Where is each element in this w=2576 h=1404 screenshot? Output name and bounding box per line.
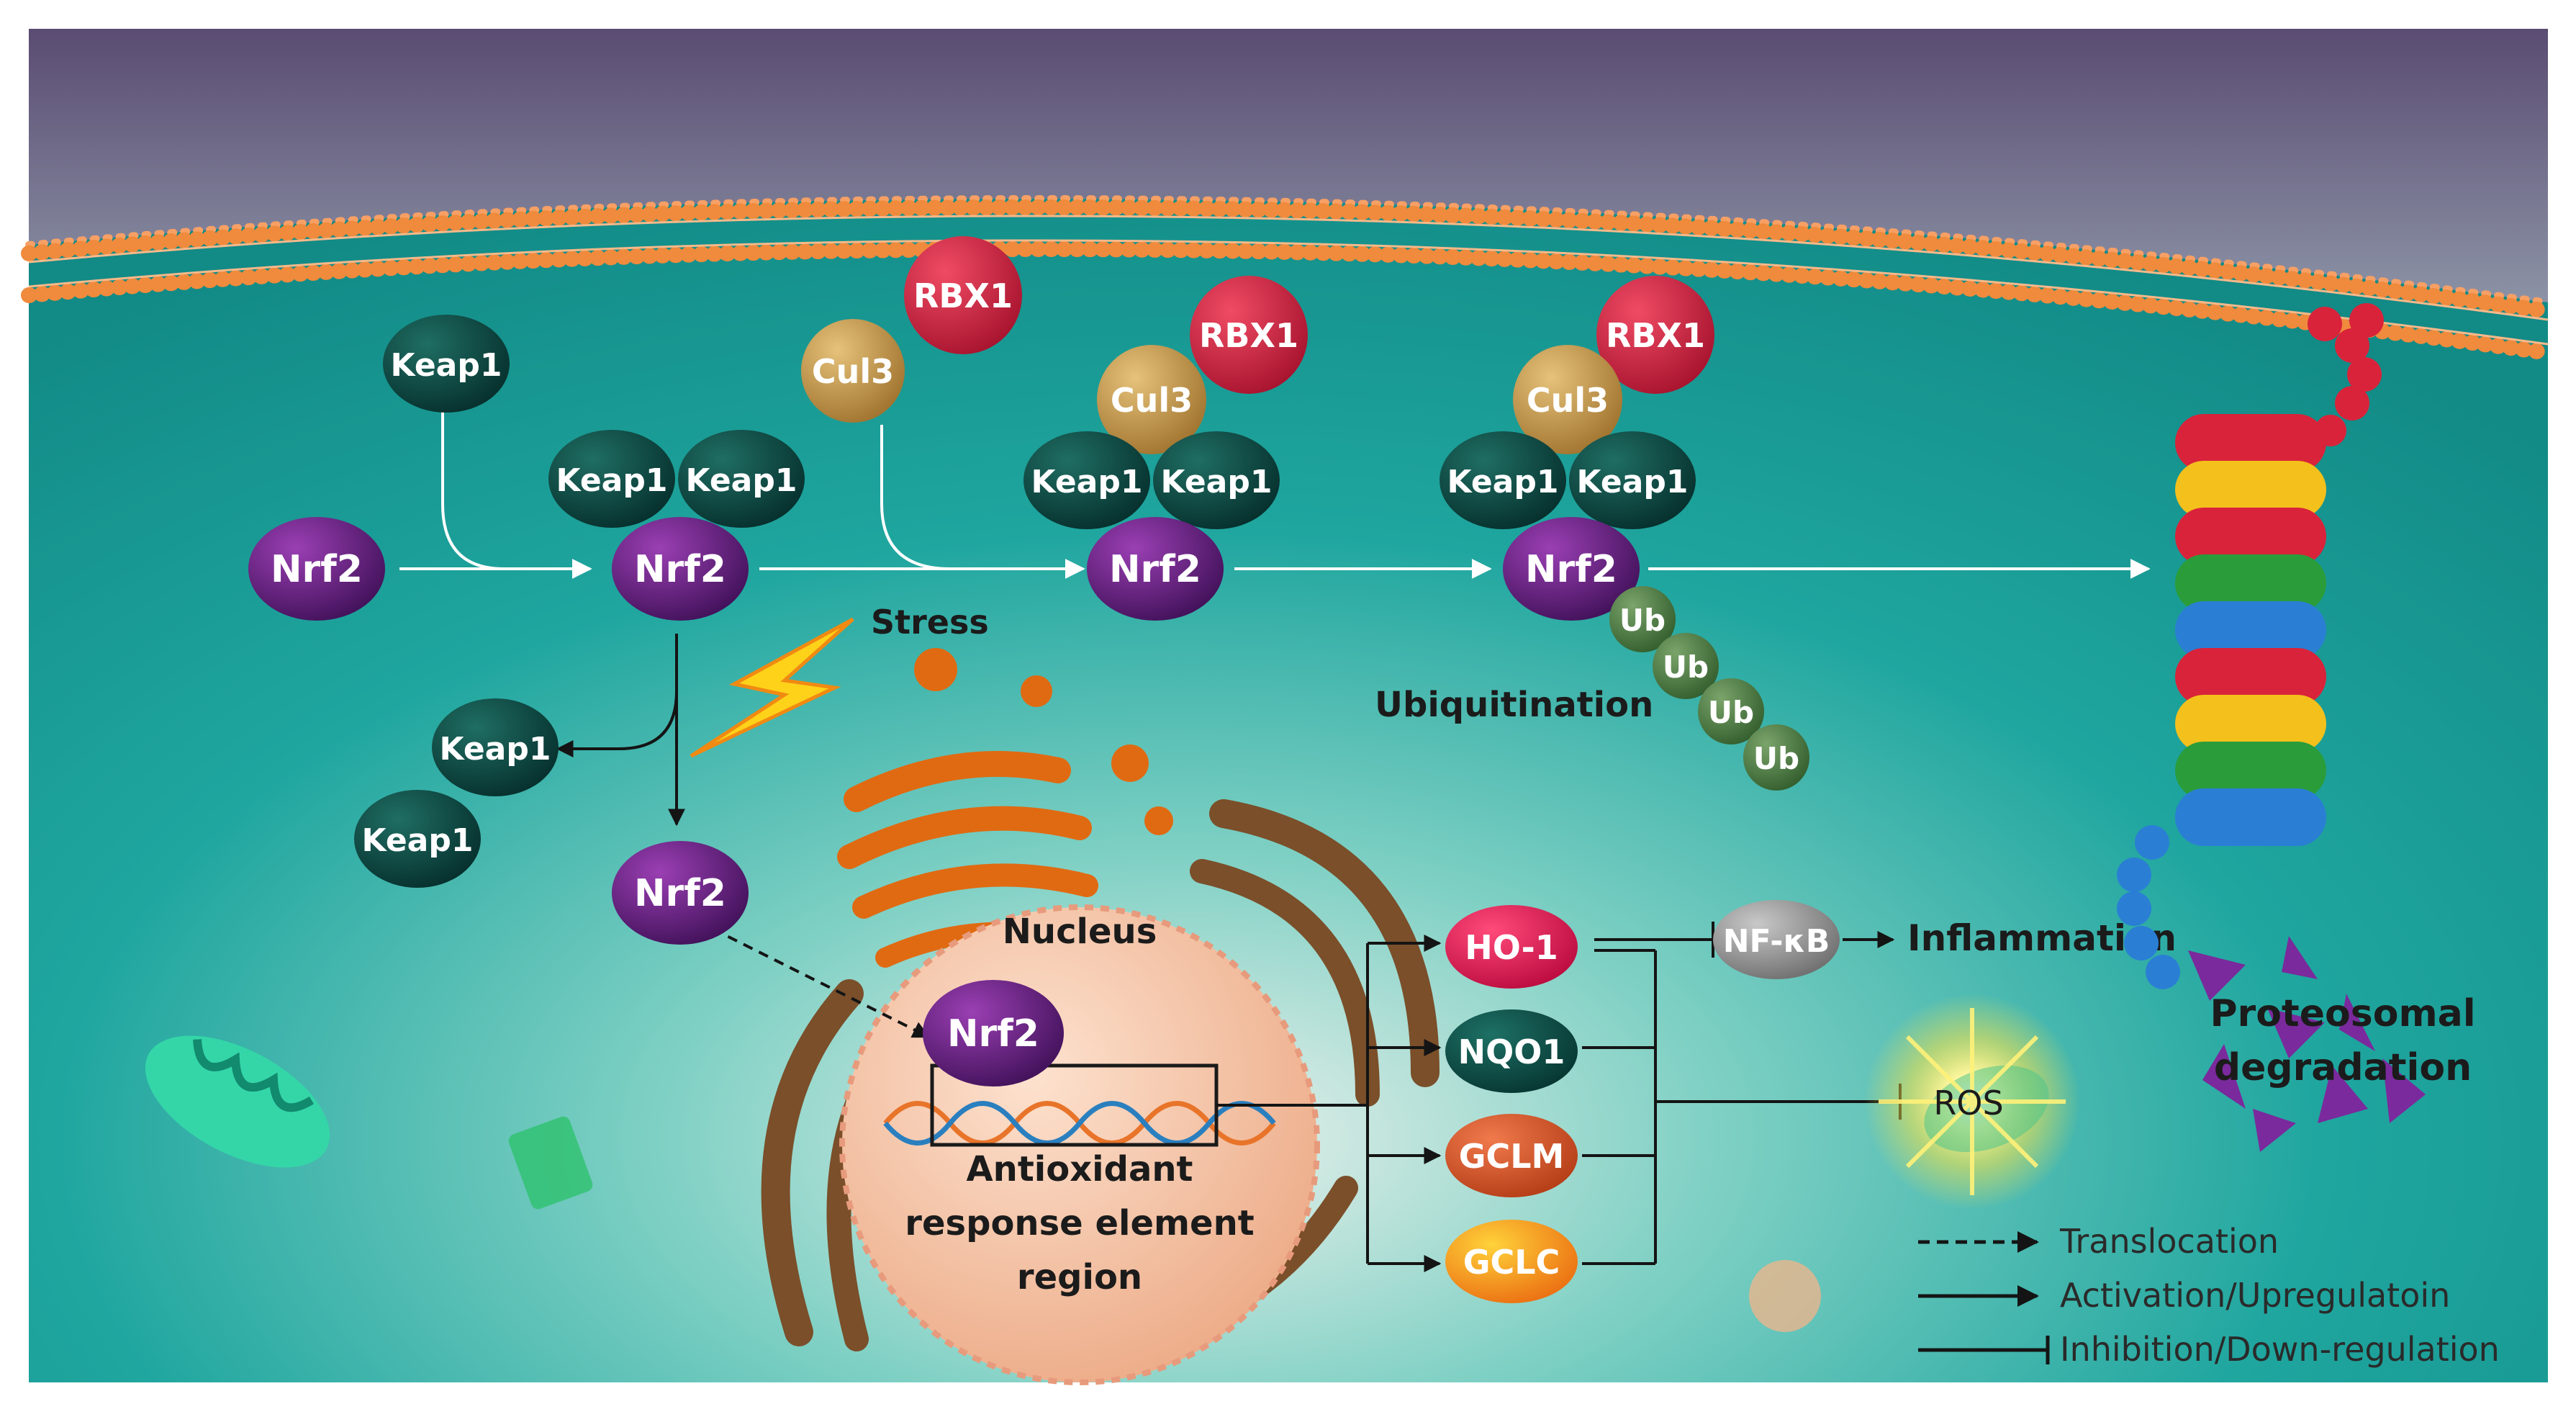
keap1-label: Keap1 <box>556 462 668 499</box>
ub-label: Ub <box>1753 741 1799 776</box>
keap1-label: Keap1 <box>1447 464 1559 500</box>
keap1-free: Keap1 <box>383 315 510 413</box>
legend-translocation-label: Translocation <box>2059 1222 2279 1261</box>
nrf2-label: Nrf2 <box>947 1012 1039 1056</box>
nrf2-label: Nrf2 <box>634 872 726 915</box>
ubiquitinated-complex: RBX1 Cul3 Keap1 Keap1 Nrf2 Ub Ub Ub Ub <box>1440 276 1809 791</box>
ub-label: Ub <box>1663 649 1709 685</box>
stress-label: Stress <box>871 603 989 642</box>
cul3-label: Cul3 <box>812 352 894 391</box>
nucleus-label: Nucleus <box>1003 912 1157 952</box>
centriole <box>508 1116 593 1210</box>
cul3-keap1-nrf2-complex: RBX1 Cul3 Keap1 Keap1 Nrf2 <box>1023 276 1308 621</box>
gene-gclc: GCLC <box>1445 1220 1578 1303</box>
nfkb-node: NF-κB <box>1713 900 1840 979</box>
are-label-line2: response element <box>905 1203 1254 1243</box>
legend: Translocation Activation/Upregulatoin In… <box>1918 1222 2500 1369</box>
gene-nqo1: NQO1 <box>1445 1009 1578 1093</box>
keap1-label: Keap1 <box>391 347 502 384</box>
gclc-label: GCLC <box>1463 1243 1560 1282</box>
vesicle <box>1749 1260 1821 1332</box>
legend-inhibition: Inhibition/Down-regulation <box>1918 1330 2500 1369</box>
ub-label: Ub <box>1619 603 1666 638</box>
are-label-line3: region <box>1017 1257 1142 1297</box>
rbx1-label: RBX1 <box>913 276 1013 315</box>
gene-ho1: HO-1 <box>1445 905 1578 989</box>
gene-arrows <box>1216 922 1902 1272</box>
gene-gclm: GCLM <box>1445 1114 1578 1197</box>
legend-activation-label: Activation/Upregulatoin <box>2060 1276 2450 1315</box>
keap1-label: Keap1 <box>686 462 797 499</box>
degraded-peptides <box>2188 936 2426 1152</box>
nrf2-label: Nrf2 <box>634 548 726 591</box>
nrf2-label: Nrf2 <box>1525 548 1617 591</box>
proteosomal-label-line2: degradation <box>2214 1046 2472 1089</box>
rbx1-label: RBX1 <box>1199 316 1298 355</box>
stress-lightning-icon <box>690 617 854 758</box>
nfkb-label: NF-κB <box>1723 923 1830 960</box>
keap1-label: Keap1 <box>362 822 474 859</box>
release-arrows <box>556 634 931 1038</box>
keap1-label: Keap1 <box>440 731 551 768</box>
legend-inhibition-label: Inhibition/Down-regulation <box>2060 1330 2500 1369</box>
keap1-label: Keap1 <box>1577 464 1689 500</box>
cell-membrane <box>21 195 2556 361</box>
keap1-label: Keap1 <box>1161 464 1273 500</box>
rbx1-free: RBX1 <box>904 236 1022 354</box>
legend-translocation: Translocation <box>1918 1222 2279 1261</box>
rbx1-label: RBX1 <box>1606 316 1705 355</box>
nrf2-label: Nrf2 <box>1109 548 1201 591</box>
proteasome-icon <box>2117 303 2384 989</box>
keap1-nrf2-complex: Keap1 Keap1 Nrf2 <box>548 430 805 621</box>
keap1-released: Keap1 Keap1 <box>354 698 559 888</box>
ubiquitination-label: Ubiquitination <box>1375 685 1653 725</box>
nrf2-nuclear: Nrf2 <box>923 980 1064 1086</box>
ub-label: Ub <box>1708 695 1754 730</box>
nqo1-label: NQO1 <box>1458 1032 1565 1071</box>
nrf2-released: Nrf2 <box>612 841 749 945</box>
ros-label: ROS <box>1933 1084 2003 1122</box>
cul3-free: Cul3 <box>801 319 905 423</box>
dna-helix <box>883 1101 1276 1146</box>
proteosomal-label-line1: Proteosomal <box>2210 992 2475 1035</box>
are-label-line1: Antioxidant <box>967 1149 1193 1189</box>
cul3-label: Cul3 <box>1111 381 1193 420</box>
keap1-label: Keap1 <box>1031 464 1143 500</box>
gclm-label: GCLM <box>1459 1137 1565 1176</box>
nrf2-free: Nrf2 <box>248 517 385 621</box>
legend-activation: Activation/Upregulatoin <box>1918 1276 2450 1315</box>
ros-burst <box>1864 994 2080 1210</box>
cul3-label: Cul3 <box>1527 381 1609 420</box>
nrf2-label: Nrf2 <box>271 548 363 591</box>
ho1-label: HO-1 <box>1465 928 1558 967</box>
mitochondrion <box>145 1035 330 1168</box>
